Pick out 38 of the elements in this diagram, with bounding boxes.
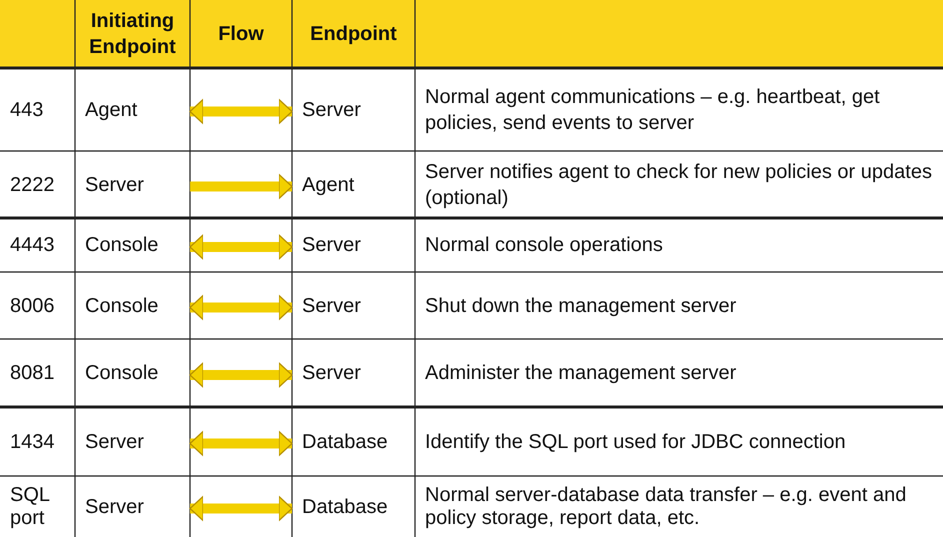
endpoint-name: Server — [302, 98, 361, 122]
endpoint-name: Server — [302, 294, 361, 318]
endpoint-name: Console — [85, 361, 158, 386]
description-text: Identify the SQL port used for JDBC connection — [425, 430, 846, 454]
description-text: Normal agent communications – e.g. heartbeat, get policies, send events to server — [425, 84, 881, 136]
endpoint-name: Console — [85, 233, 158, 258]
port-number: 443 — [10, 98, 44, 122]
description-text: Server notifies agent to check for new policies or updates (optional) — [425, 160, 933, 210]
flow-arrow — [189, 496, 293, 522]
flow-arrow — [189, 234, 293, 260]
flow-arrow — [189, 98, 293, 124]
flow-arrow — [189, 294, 293, 320]
port-number: SQL port — [10, 484, 50, 530]
endpoint-name: Agent — [302, 172, 354, 198]
endpoint-name: Server — [302, 361, 361, 386]
port-number: 2222 — [10, 172, 54, 198]
endpoint-name: Server — [85, 430, 144, 454]
column-header: Endpoint — [310, 22, 397, 47]
port-number: 4443 — [10, 233, 54, 258]
endpoint-name: Server — [85, 494, 144, 520]
endpoint-name: Server — [85, 172, 144, 198]
description-text: Normal console operations — [425, 233, 663, 258]
column-header: Flow — [218, 22, 264, 47]
flow-arrow — [189, 362, 293, 388]
flow-arrow — [189, 430, 293, 456]
flow-arrow — [190, 174, 293, 200]
endpoint-name: Server — [302, 233, 361, 258]
description-text: Normal server-database data transfer – e.g. event and policy storage, report data, etc. — [425, 484, 908, 530]
description-text: Administer the management server — [425, 361, 736, 386]
endpoint-name: Agent — [85, 98, 138, 122]
endpoint-name: Database — [302, 494, 388, 520]
description-text: Shut down the management server — [425, 294, 736, 318]
endpoint-name: Database — [302, 430, 388, 454]
port-number: 1434 — [10, 430, 54, 454]
endpoint-name: Console — [85, 294, 158, 318]
column-header: Initiating Endpoint — [88, 9, 177, 60]
port-number: 8006 — [10, 294, 54, 318]
port-number: 8081 — [10, 361, 54, 386]
